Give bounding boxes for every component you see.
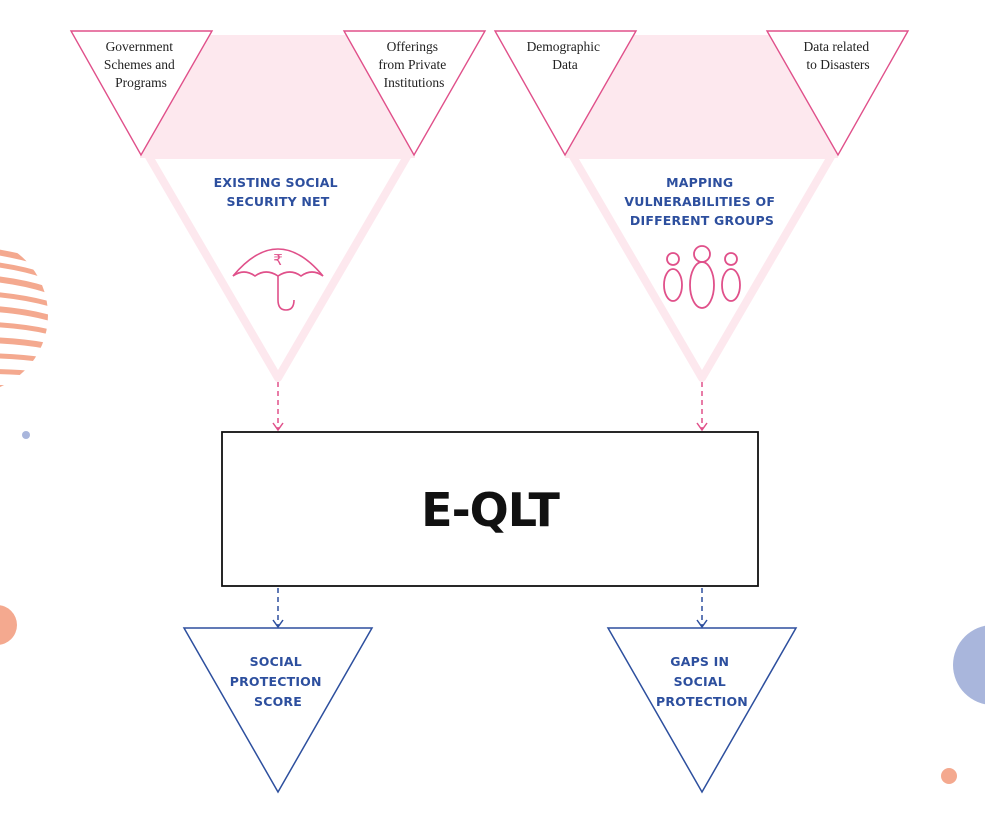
input-disaster-data (765, 30, 910, 157)
right-funnel-band (565, 35, 838, 158)
text-line: Offerings (387, 39, 439, 54)
arrow-left-funnel-to-eqlt (272, 382, 284, 432)
rupee-umbrella-icon: ₹ (232, 248, 324, 311)
text-line: Schemes and (104, 57, 175, 72)
rupee-symbol: ₹ (273, 251, 283, 269)
text-line: DIFFERENT GROUPS (630, 213, 774, 228)
text-line: VULNERABILITIES OF (624, 194, 775, 209)
text-line: SECURITY NET (227, 194, 330, 209)
dashed-connectors (272, 382, 708, 629)
output-social-protection-score: SOCIAL PROTECTION SCORE (182, 627, 374, 794)
text-line: EXISTING SOCIAL (214, 175, 338, 190)
eqlt-box: E-QLT (221, 431, 759, 587)
small-lavender-dot (22, 431, 30, 439)
label-existing-social-security-net: EXISTING SOCIAL SECURITY NET (214, 175, 343, 209)
text-line: PROTECTION (656, 694, 748, 709)
output-gaps-in-social-protection: GAPS IN SOCIAL PROTECTION (606, 627, 798, 794)
left-funnel-triangle (144, 151, 412, 382)
text-line: Institutions (384, 75, 445, 90)
left-funnel-band (140, 35, 415, 158)
text-line: Data related (804, 39, 870, 54)
input-private-offerings (342, 30, 487, 157)
lavender-circle (953, 625, 985, 705)
arrow-right-funnel-to-eqlt (696, 382, 708, 432)
peach-circle (0, 605, 17, 645)
text-line: Demographic (527, 39, 600, 54)
right-input-funnel: Demographic Data Data related to Disaste… (493, 30, 910, 382)
text-line: Government (106, 39, 174, 54)
left-input-funnel: Government Schemes and Programs Offering… (69, 30, 487, 382)
output-triangle-right (606, 627, 798, 794)
text-line: to Disasters (806, 57, 869, 72)
label-demographic-data: Demographic Data (527, 39, 604, 72)
eqlt-rectangle (221, 431, 759, 587)
eqlt-title: E-QLT (421, 483, 560, 537)
text-line: MAPPING (666, 175, 733, 190)
text-line: GAPS IN (670, 654, 729, 669)
input-demographic-data (493, 30, 638, 157)
label-mapping-vulnerabilities: MAPPING VULNERABILITIES OF DIFFERENT GRO… (624, 175, 779, 228)
text-line: Programs (115, 75, 167, 90)
text-line: SOCIAL (674, 674, 726, 689)
output-triangle-left (182, 627, 374, 794)
text-line: SOCIAL (250, 654, 302, 669)
arrow-eqlt-to-score (272, 588, 284, 629)
peach-striped-circle (0, 242, 48, 390)
label-social-protection-score: SOCIAL PROTECTION SCORE (230, 654, 326, 709)
arrow-eqlt-to-gaps (696, 588, 708, 629)
input-government-schemes (69, 30, 214, 157)
text-line: from Private (378, 57, 446, 72)
label-government-schemes: Government Schemes and Programs (104, 39, 178, 90)
small-peach-dot (941, 768, 957, 784)
label-private-offerings: Offerings from Private Institutions (378, 39, 449, 90)
text-line: PROTECTION (230, 674, 322, 689)
text-line: SCORE (254, 694, 302, 709)
right-funnel-triangle (568, 151, 836, 382)
people-group-icon (663, 245, 741, 309)
label-disaster-data: Data related to Disasters (804, 39, 873, 72)
label-gaps-in-social-protection: GAPS IN SOCIAL PROTECTION (656, 654, 748, 709)
text-line: Data (552, 57, 577, 72)
